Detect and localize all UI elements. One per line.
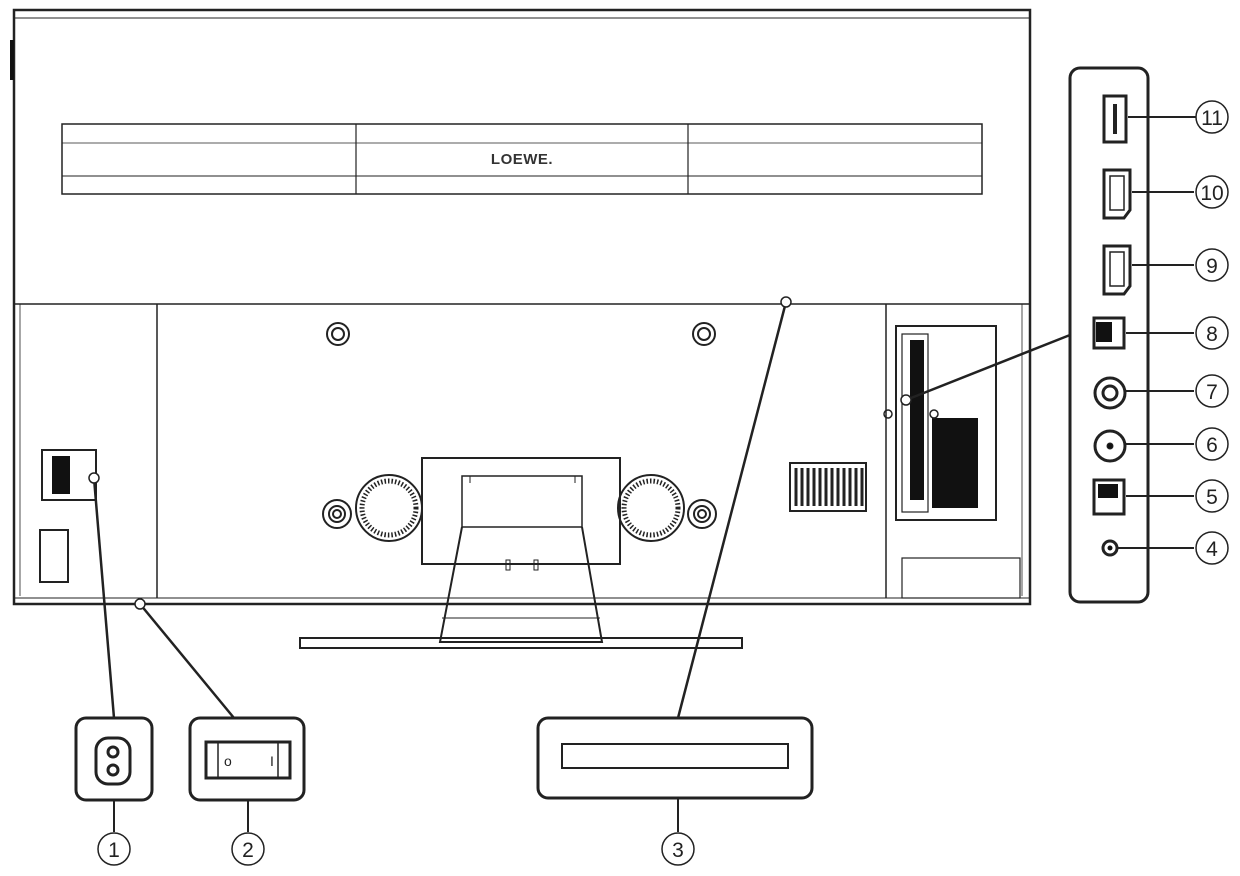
- callout-circle-1: [97, 832, 131, 866]
- callout-label-9: 9: [1206, 255, 1218, 278]
- vesa-screw: [692, 322, 716, 346]
- zoom-power-socket: [74, 716, 154, 802]
- callout-label-8: 8: [1206, 323, 1218, 346]
- leader-anchor-8: [900, 394, 912, 406]
- callout-circle-6: [1195, 427, 1229, 461]
- callout-circle-2: [231, 832, 265, 866]
- callout-circle-7: [1195, 374, 1229, 408]
- callout-label-7: 7: [1206, 381, 1218, 404]
- callout-label-10: 10: [1200, 182, 1223, 205]
- callout-label-5: 5: [1206, 486, 1218, 509]
- leader-anchor-1: [88, 472, 100, 484]
- callout-circle-3: [661, 832, 695, 866]
- callout-label-2: 2: [242, 839, 254, 862]
- callout-circle-10: [1195, 175, 1229, 209]
- switch-on-symbol: I: [270, 753, 274, 769]
- brand-logo: LOEWE.: [491, 151, 553, 168]
- top-panel: [61, 123, 983, 195]
- tv-body: [10, 8, 1032, 606]
- callout-label-1: 1: [108, 839, 120, 862]
- callout-label-3: 3: [672, 839, 684, 862]
- vesa-screw: [322, 499, 352, 529]
- callout-label-11: 11: [1201, 107, 1223, 130]
- leader-line-2: [139, 603, 235, 719]
- leader-line-3: [676, 301, 788, 719]
- callout-label-6: 6: [1206, 434, 1218, 457]
- callout-circle-11: [1195, 100, 1229, 134]
- speaker-grille-left: [355, 474, 423, 542]
- speaker-grille-right: [617, 474, 685, 542]
- callout-circle-4: [1195, 531, 1229, 565]
- callout-circle-8: [1195, 316, 1229, 350]
- connection-panel-on-tv: [883, 325, 1021, 599]
- mains-socket-on-tv: [39, 449, 97, 583]
- vesa-screw: [326, 322, 350, 346]
- zoom-power-switch: [188, 716, 306, 802]
- vent-grille: [789, 462, 867, 512]
- callout-circle-5: [1195, 479, 1229, 513]
- callout-circle-9: [1195, 248, 1229, 282]
- tv-stand: [299, 457, 743, 649]
- leader-anchor-2: [134, 598, 146, 610]
- switch-off-symbol: o: [224, 753, 232, 769]
- leader-line-1: [92, 477, 116, 719]
- leader-anchor-3: [780, 296, 792, 308]
- vesa-screw: [687, 499, 717, 529]
- callout-label-4: 4: [1206, 538, 1218, 561]
- side-connector-panel: [1068, 66, 1150, 604]
- leader-line-8: [905, 333, 1071, 402]
- zoom-ci-slot: [536, 716, 814, 800]
